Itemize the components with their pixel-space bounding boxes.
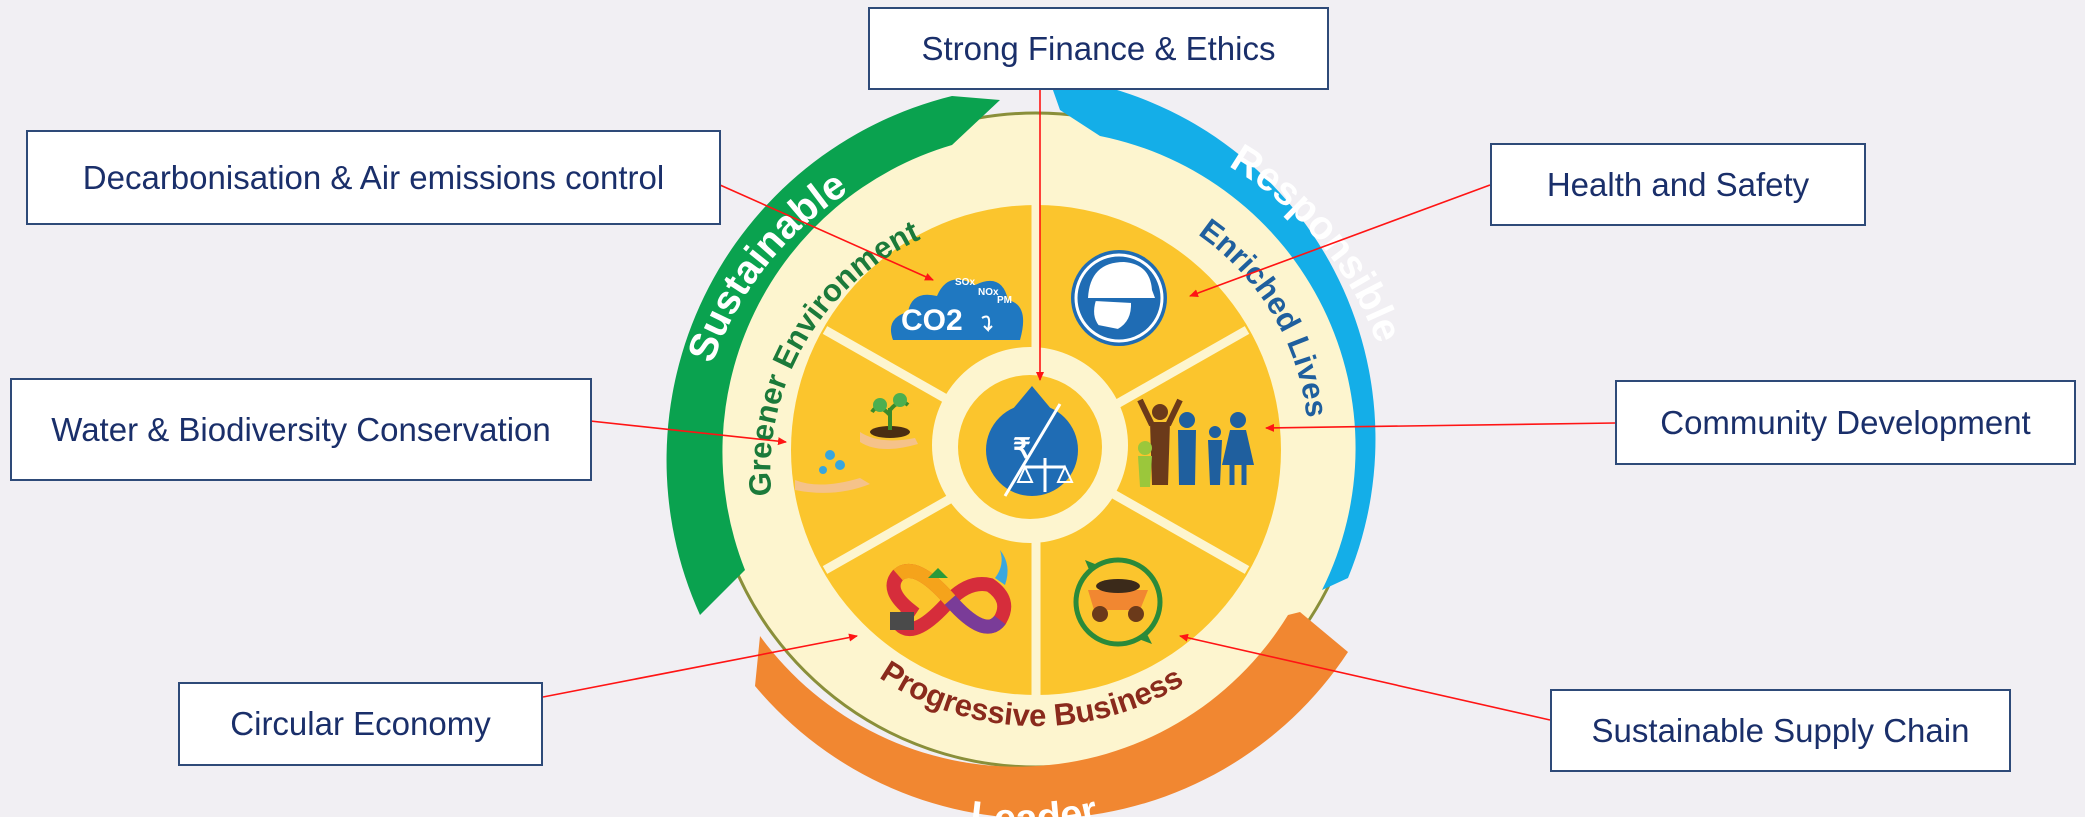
finance-ethics-label: Strong Finance & Ethics <box>921 29 1276 67</box>
finance-ethics-icon: ₹ <box>986 386 1078 497</box>
community-people-icon <box>1137 398 1254 487</box>
finance-ethics-callout: Strong Finance & Ethics <box>868 7 1329 90</box>
community-development-label: Community Development <box>1660 403 2031 441</box>
supply-chain-label: Sustainable Supply Chain <box>1591 711 1970 749</box>
supply-chain-callout: Sustainable Supply Chain <box>1550 689 2011 772</box>
circular-economy-infinity-icon <box>886 550 1012 636</box>
health-connector <box>1189 184 1491 297</box>
svg-text:SOx: SOx <box>955 277 975 288</box>
community-development-callout: Community Development <box>1615 380 2076 465</box>
community-connector <box>1265 422 1616 432</box>
sustainable-arc <box>666 96 1000 615</box>
circular-economy-callout: Circular Economy <box>178 682 543 766</box>
circular-economy-label: Circular Economy <box>230 705 491 742</box>
svg-text:NOx: NOx <box>978 287 999 298</box>
health-safety-callout: Health and Safety <box>1490 143 1866 226</box>
decarbonisation-connector <box>719 184 934 281</box>
water-biodiversity-label: Water & Biodiversity Conservation <box>51 410 551 448</box>
decarbonisation-callout: Decarbonisation & Air emissions control <box>26 130 721 225</box>
health-safety-label: Health and Safety <box>1546 165 1810 203</box>
supply-chain-truck-icon <box>1073 557 1163 647</box>
supply-chain-connector <box>1179 633 1551 721</box>
decarbonisation-label: Decarbonisation & Air emissions control <box>82 158 665 196</box>
helmet-mask-icon <box>1071 250 1167 346</box>
leader-arc <box>755 612 1348 817</box>
hands-plant-water-icon <box>795 393 918 493</box>
svg-text:CO2: CO2 <box>901 304 963 337</box>
responsible-arc <box>1048 76 1376 590</box>
water-biodiversity-callout: Water & Biodiversity Conservation <box>10 378 592 481</box>
svg-text:PM: PM <box>997 295 1012 306</box>
co2-cloud-icon: CO2 SOx NOx PM <box>890 277 1024 340</box>
circular-connector <box>542 633 858 698</box>
rupee-symbol: ₹ <box>1013 433 1031 464</box>
